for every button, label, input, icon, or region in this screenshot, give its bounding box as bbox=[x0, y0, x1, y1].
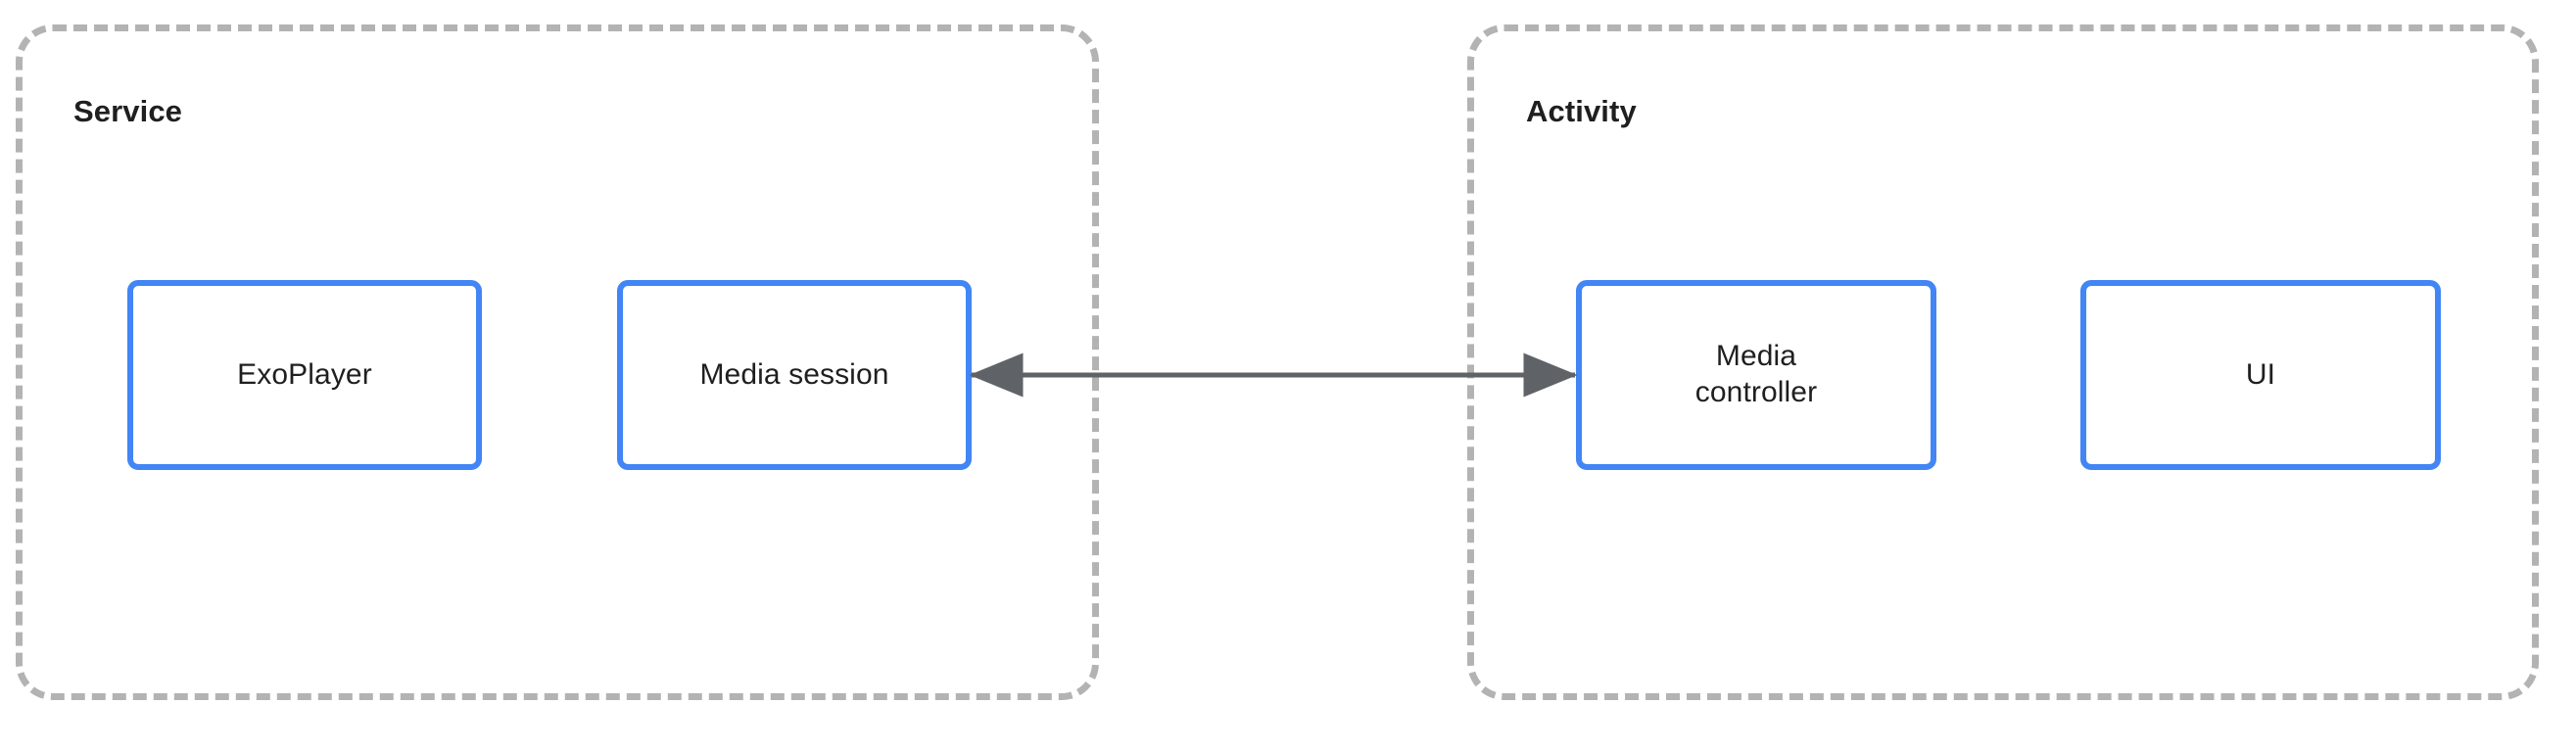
group-activity-label: Activity bbox=[1526, 94, 1637, 128]
node-ui-label: UI bbox=[2245, 357, 2276, 391]
group-service-label: Service bbox=[73, 94, 183, 128]
node-media-session[interactable]: Media session bbox=[617, 280, 972, 470]
node-exoplayer[interactable]: ExoPlayer bbox=[127, 280, 482, 470]
node-ui[interactable]: UI bbox=[2080, 280, 2441, 470]
node-exoplayer-label: ExoPlayer bbox=[237, 357, 372, 391]
node-media-controller-label-line2: controller bbox=[1694, 376, 1818, 408]
node-media-session-label: Media session bbox=[699, 357, 889, 391]
node-media-controller-label-line1: Media bbox=[1715, 340, 1797, 373]
